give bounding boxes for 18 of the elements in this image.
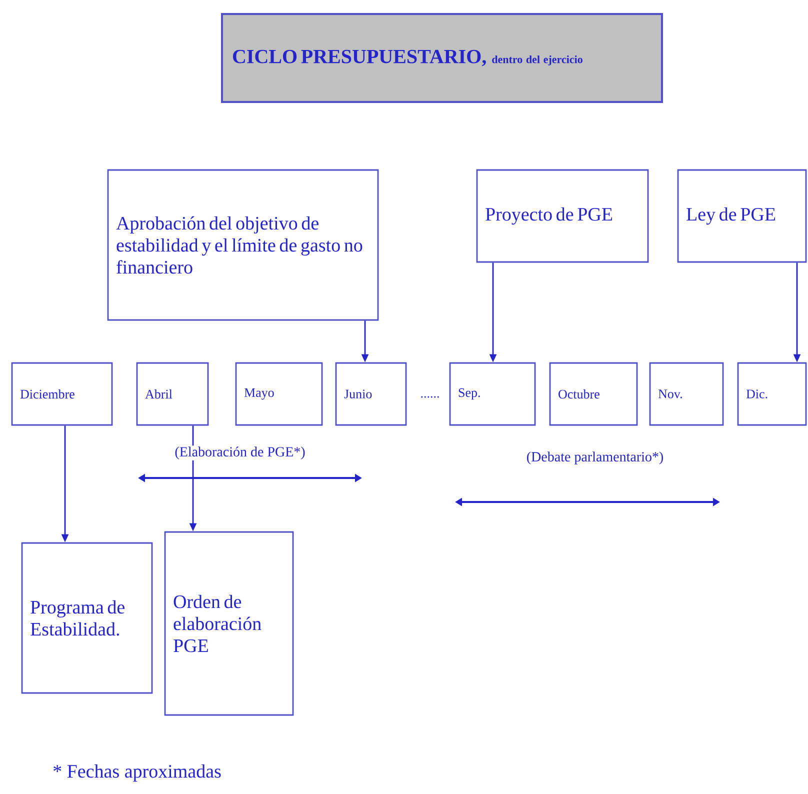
month-box: Dic. xyxy=(737,362,807,426)
month-box: Nov. xyxy=(649,362,724,426)
span-label: (Debate parlamentario*) xyxy=(525,450,665,466)
event-box: Ley de PGE xyxy=(677,169,807,263)
month-box: Octubre xyxy=(549,362,638,426)
event-box: Orden de elaboración PGE xyxy=(164,531,294,716)
span-label: (Elaboración de PGE*) xyxy=(174,446,306,460)
month-box: Sep. xyxy=(449,362,536,426)
title-box: CICLO PRESUPUESTARIO, dentro del ejercicio xyxy=(221,13,663,103)
event-box: Programa de Estabilidad. xyxy=(21,542,153,694)
event-box: Proyecto de PGE xyxy=(476,169,649,263)
dots: ...... xyxy=(419,395,441,399)
month-box: Mayo xyxy=(235,362,323,426)
month-box: Diciembre xyxy=(11,362,113,426)
event-box: Aprobación del objetivo de estabilidad y el límite de gasto no financiero xyxy=(107,169,379,321)
footnote: * Fechas aproximadas xyxy=(52,763,222,783)
month-box: Junio xyxy=(335,362,407,426)
month-box: Abril xyxy=(136,362,209,426)
